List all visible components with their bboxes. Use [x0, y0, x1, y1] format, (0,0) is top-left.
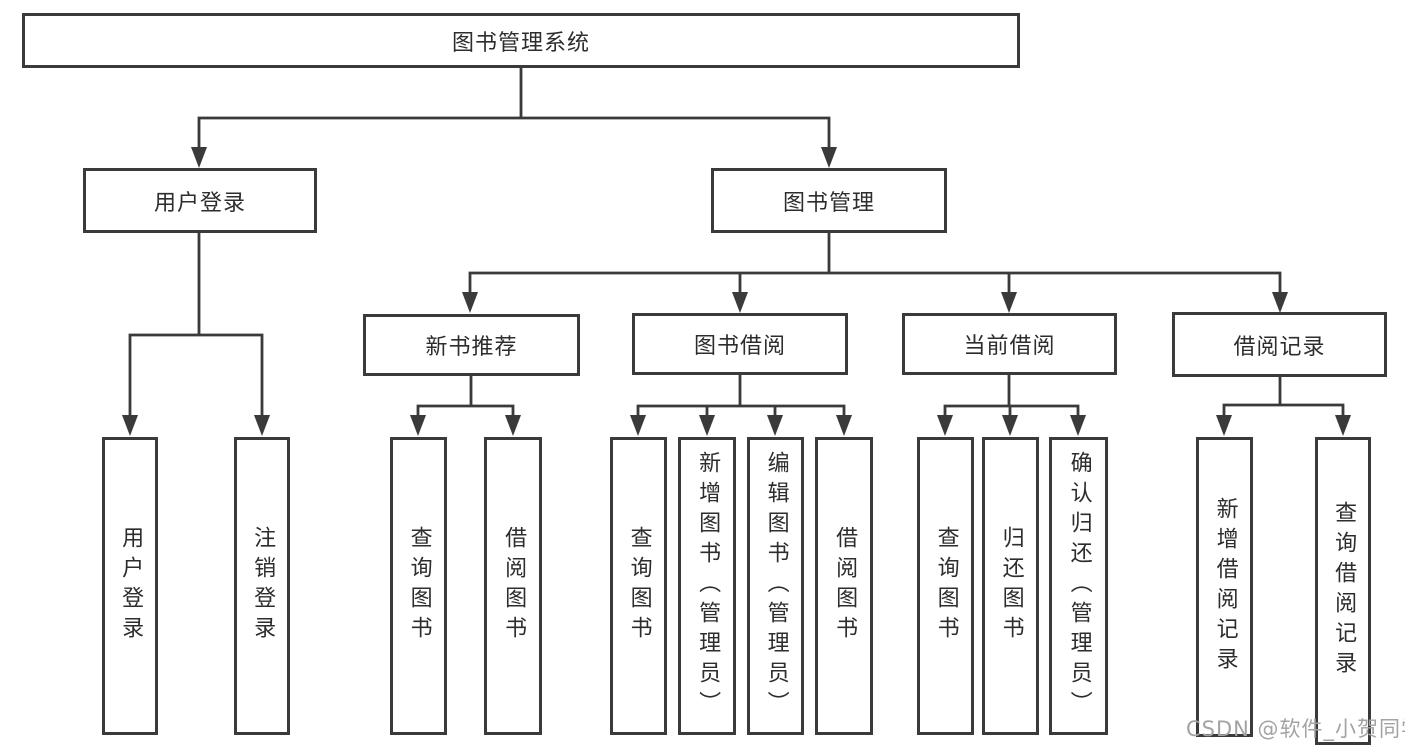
- node-user-login: 用户登录: [83, 168, 317, 233]
- node-system-root-label: 图书管理系统: [451, 30, 590, 56]
- node-book-management-label: 图书管理: [782, 190, 875, 216]
- leaf-edit-books-admin-label: 编辑图书（管理员）: [763, 451, 789, 721]
- leaf-query-books-recommend: 查询图书: [390, 437, 447, 735]
- leaf-query-books-borrowing: 查询图书: [610, 437, 667, 735]
- leaf-add-books-admin: 新增图书（管理员）: [678, 437, 736, 735]
- leaf-query-books-borrowing-label: 查询图书: [626, 526, 652, 646]
- leaf-query-borrow-record-label: 查询借阅记录: [1331, 501, 1357, 681]
- leaf-borrow-books: 借阅图书: [815, 437, 873, 735]
- leaf-borrow-books-recommend-label: 借阅图书: [501, 526, 527, 646]
- node-new-book-recommend-label: 新书推荐: [425, 335, 518, 360]
- node-book-management: 图书管理: [711, 168, 947, 233]
- node-borrowing-records-label: 借阅记录: [1233, 334, 1326, 360]
- node-user-login-label: 用户登录: [153, 190, 246, 216]
- leaf-return-books-label: 归还图书: [998, 526, 1024, 646]
- node-book-borrowing-label: 图书借阅: [693, 334, 786, 359]
- leaf-query-books-recommend-label: 查询图书: [406, 526, 432, 646]
- node-book-borrowing: 图书借阅: [632, 313, 848, 375]
- leaf-borrow-books-recommend: 借阅图书: [484, 437, 542, 735]
- csdn-watermark: CSDN @软件_小贺同学: [1186, 717, 1405, 741]
- leaf-query-borrow-record: 查询借阅记录: [1315, 437, 1371, 745]
- leaf-confirm-return-admin-label: 确认归还（管理员）: [1066, 451, 1092, 721]
- leaf-add-borrow-record-label: 新增借阅记录: [1212, 497, 1238, 677]
- node-current-borrowing: 当前借阅: [902, 313, 1117, 375]
- node-system-root: 图书管理系统: [22, 13, 1020, 68]
- leaf-return-books: 归还图书: [982, 437, 1039, 735]
- leaf-add-books-admin-label: 新增图书（管理员）: [695, 451, 721, 721]
- node-current-borrowing-label: 当前借阅: [963, 334, 1056, 359]
- node-new-book-recommend: 新书推荐: [363, 314, 580, 376]
- leaf-add-borrow-record: 新增借阅记录: [1196, 437, 1253, 737]
- leaf-confirm-return-admin: 确认归还（管理员）: [1049, 437, 1108, 735]
- node-borrowing-records: 借阅记录: [1172, 312, 1387, 377]
- leaf-borrow-books-label: 借阅图书: [832, 526, 858, 646]
- leaf-query-books-current-label: 查询图书: [933, 526, 959, 646]
- leaf-logout-login: 注销登录: [234, 437, 290, 735]
- leaf-user-login-label: 用户登录: [118, 526, 144, 646]
- leaf-logout-login-label: 注销登录: [250, 526, 276, 646]
- leaf-query-books-current: 查询图书: [917, 437, 974, 735]
- leaf-user-login: 用户登录: [102, 437, 158, 735]
- leaf-edit-books-admin: 编辑图书（管理员）: [747, 437, 804, 735]
